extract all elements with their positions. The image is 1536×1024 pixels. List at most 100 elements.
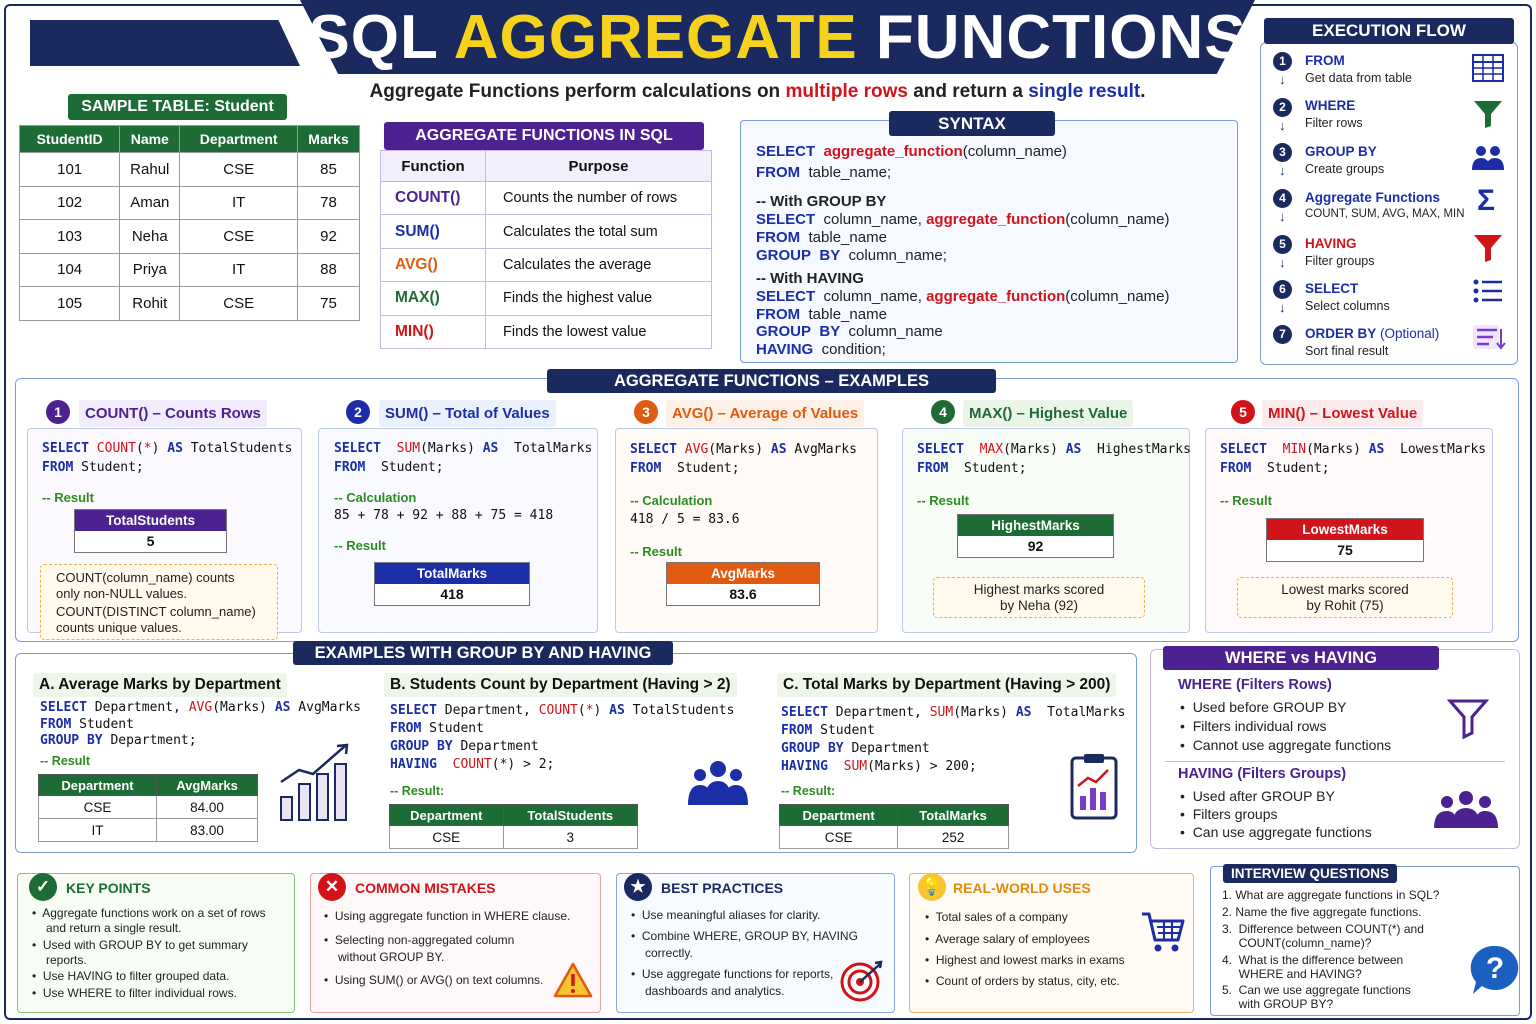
syntax-line: FROM table_name — [756, 306, 887, 323]
agg-functions-table: Function Purpose COUNT()Counts the numbe… — [380, 150, 712, 349]
step-desc: Select columns — [1305, 299, 1390, 313]
group-by-a-code: SELECT Department, AVG(Marks) AS AvgMark… — [40, 700, 361, 748]
group-by-a-title: A. Average Marks by Department — [33, 673, 287, 697]
subtitle: Aggregate Functions perform calculations… — [369, 81, 1146, 102]
sample-table-header: SAMPLE TABLE: Student — [68, 94, 287, 120]
sum-card-title: SUM() – Total of Values — [379, 400, 556, 427]
lightbulb-icon: 💡 — [918, 873, 946, 901]
list-item: • Used with GROUP BY to get summary — [32, 938, 248, 952]
common-mistakes-title: COMMON MISTAKES — [355, 880, 496, 896]
list-item-cont: without GROUP BY. — [338, 950, 445, 964]
arrow-down-icon: ↓ — [1279, 72, 1286, 87]
calc-label: -- Calculation — [334, 490, 417, 505]
examples-header: AGGREGATE FUNCTIONS – EXAMPLES — [547, 369, 996, 393]
count-code: SELECT COUNT(*) AS TotalStudents FROM St… — [42, 441, 293, 475]
max-card-title: MAX() – Highest Value — [963, 400, 1134, 427]
list-item: 4. What is the difference between — [1222, 953, 1404, 967]
list-item: • Combine WHERE, GROUP BY, HAVING — [631, 929, 858, 943]
col-header: Name — [119, 125, 181, 153]
result-label: -- Result: — [390, 784, 445, 798]
list-item: • Use HAVING to filter grouped data. — [32, 969, 230, 983]
svg-text:?: ? — [1486, 952, 1504, 985]
step-number: 3 — [1273, 143, 1292, 162]
filter-icon — [1446, 699, 1490, 739]
step-desc: Filter rows — [1305, 116, 1363, 130]
cart-icon — [1142, 912, 1185, 952]
list-item-cont: WHERE and HAVING? — [1222, 967, 1362, 981]
title-stripe — [30, 20, 300, 66]
list-item: • Total sales of a company — [925, 910, 1068, 924]
table-row: SUM()Calculates the total sum — [380, 214, 712, 249]
list-item-cont: dashboards and analytics. — [645, 984, 785, 998]
common-mistakes-panel — [310, 873, 601, 1013]
step-desc: Filter groups — [1305, 254, 1375, 268]
arrow-down-icon: ↓ — [1279, 300, 1286, 315]
syntax-line: FROM table_name; — [756, 164, 892, 181]
result-label: -- Result: — [781, 784, 836, 798]
list-item: • Use aggregate functions for reports, — [631, 967, 834, 981]
step-title: GROUP BY — [1305, 144, 1377, 159]
list-item: • Count of orders by status, city, etc. — [925, 974, 1120, 988]
avg-badge: 3 — [634, 400, 658, 424]
result-label: -- Result — [334, 538, 386, 553]
list-item: 2. Name the five aggregate functions. — [1222, 905, 1422, 919]
key-points-panel — [17, 873, 295, 1013]
step-number: 6 — [1273, 280, 1292, 299]
list-item: • Highest and lowest marks in exams — [925, 953, 1125, 967]
step-number: 5 — [1273, 235, 1292, 254]
list-item-cont: correctly. — [645, 946, 693, 960]
avg-code: SELECT AVG(Marks) AS AvgMarks FROM Stude… — [630, 442, 858, 476]
filter-icon — [1474, 101, 1502, 128]
group-icon — [1472, 146, 1504, 170]
step-number: 2 — [1273, 98, 1292, 117]
col-header: Department — [179, 125, 299, 153]
agg-functions-header: AGGREGATE FUNCTIONS IN SQL — [384, 122, 704, 150]
sum-code: SELECT SUM(Marks) AS TotalMarks FROM Stu… — [334, 441, 593, 475]
list-item: • Can use aggregate functions — [1180, 824, 1372, 840]
step-title: ORDER BY (Optional) — [1305, 326, 1440, 341]
star-icon: ★ — [624, 873, 652, 901]
group-by-c-title: C. Total Marks by Department (Having > 2… — [777, 673, 1117, 697]
min-badge: 5 — [1231, 400, 1255, 424]
step-title: HAVING — [1305, 236, 1357, 251]
table-row: COUNT()Counts the number of rows — [380, 180, 712, 216]
step-desc: COUNT, SUM, AVG, MAX, MIN — [1305, 208, 1465, 220]
list-icon — [1473, 279, 1502, 303]
list-item: • Selecting non-aggregated column — [324, 933, 515, 947]
clipboard-chart-icon — [1070, 754, 1118, 820]
syntax-line: SELECT column_name, aggregate_function(c… — [756, 288, 1170, 305]
step-number: 7 — [1273, 325, 1292, 344]
table-row: MAX()Finds the highest value — [380, 281, 712, 316]
step-title: Aggregate Functions — [1305, 190, 1441, 205]
result-label: -- Result — [40, 754, 90, 768]
calc-label: -- Calculation — [630, 493, 713, 508]
step-desc: Sort final result — [1305, 344, 1389, 358]
col-header: Function — [380, 150, 486, 182]
real-world-title: REAL-WORLD USES — [953, 880, 1091, 896]
table-row: AVG()Calculates the average — [380, 247, 712, 283]
count-card-title: COUNT() – Counts Rows — [79, 400, 267, 427]
sum-calc: 85 + 78 + 92 + 88 + 75 = 418 — [334, 508, 554, 523]
group-by-b-code: SELECT Department, COUNT(*) AS TotalStud… — [390, 703, 735, 772]
syntax-line: GROUP BY column_name — [756, 323, 943, 340]
syntax-line: FROM table_name — [756, 229, 887, 246]
list-item-cont: reports. — [46, 953, 87, 967]
list-item: • Using aggregate function in WHERE clau… — [324, 909, 571, 923]
where-vs-having-header: WHERE vs HAVING — [1163, 646, 1439, 670]
table-row: MIN()Finds the lowest value — [380, 314, 712, 349]
table-icon — [1472, 54, 1504, 82]
col-header: Purpose — [485, 150, 712, 182]
step-number: 1 — [1273, 52, 1292, 71]
syntax-comment: -- With GROUP BY — [756, 193, 887, 210]
best-practices-panel — [616, 873, 895, 1013]
